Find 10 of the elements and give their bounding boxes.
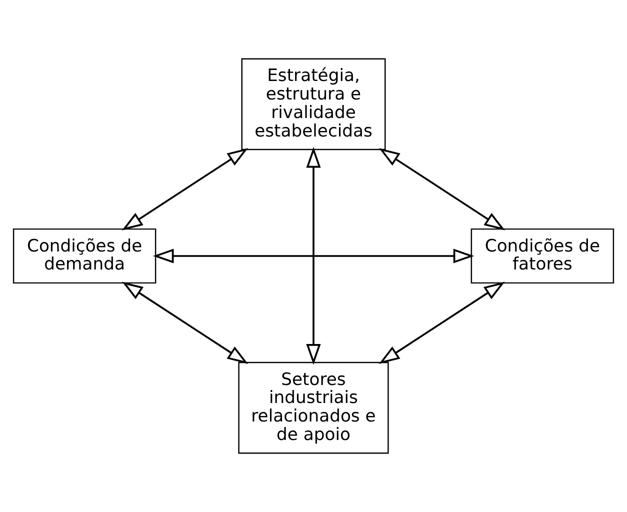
arrow <box>306 146 321 365</box>
arrow <box>378 148 506 230</box>
arrow <box>122 282 248 364</box>
node-box: Condições de demanda <box>12 228 156 284</box>
arrow <box>122 148 248 230</box>
arrow <box>152 248 474 264</box>
node-box: Setores industriais relacionados e de apoio <box>238 362 389 454</box>
node-box: Estratégia, estrutura e rivalidade estabelecidas <box>241 58 386 150</box>
node-box: Condições de fatores <box>470 228 614 284</box>
arrow <box>378 282 505 364</box>
